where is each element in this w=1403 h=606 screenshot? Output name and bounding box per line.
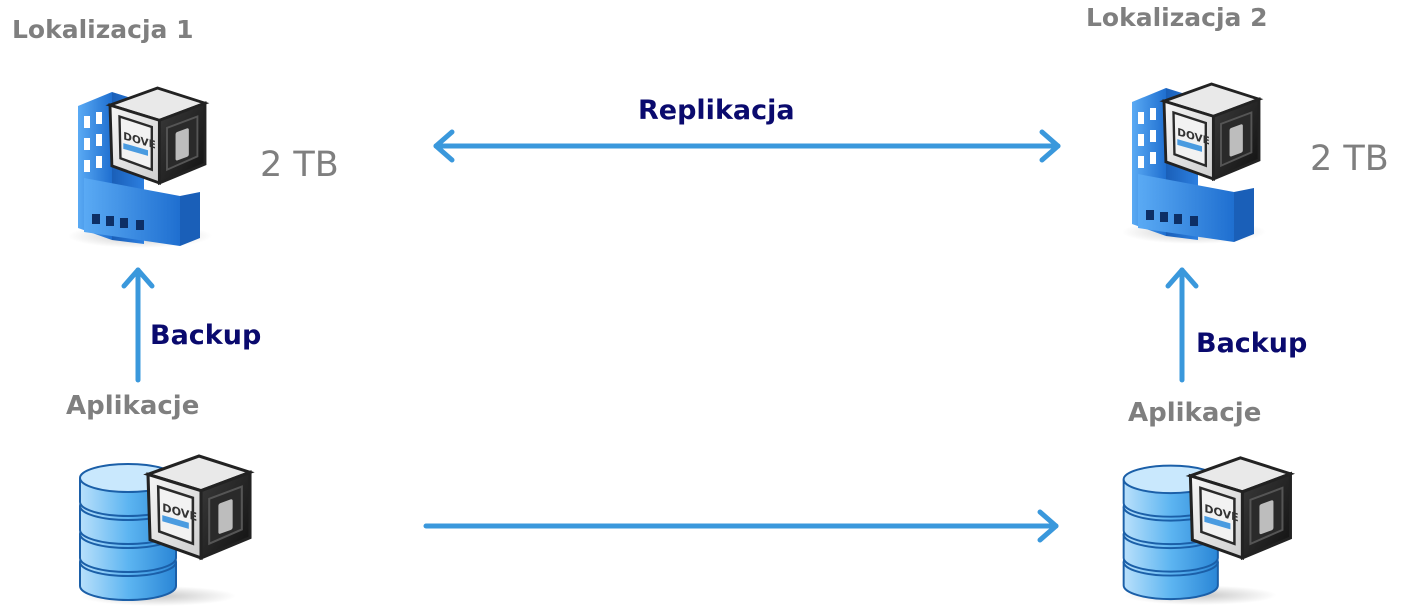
storage-building-icon-site-1 [70, 68, 220, 253]
site-2-capacity: 2 TB [1310, 139, 1389, 179]
database-icon-site-2 [1120, 448, 1300, 605]
site-1-backup-label: Backup [150, 320, 262, 351]
app-transfer-arrow [423, 509, 1059, 543]
site-2-title: Lokalizacja 2 [1086, 3, 1268, 32]
site-2-apps-label: Aplikacje [1128, 398, 1262, 428]
database-icon-site-1 [78, 446, 258, 606]
site-1-capacity: 2 TB [260, 145, 339, 185]
site-2-backup-label: Backup [1196, 328, 1308, 359]
site-1-apps-label: Aplikacje [66, 391, 200, 421]
site-1-title: Lokalizacja 1 [12, 15, 194, 44]
storage-building-icon-site-2 [1124, 64, 1274, 249]
replication-arrow [433, 129, 1061, 163]
backup-arrow-site-2 [1165, 267, 1199, 383]
backup-arrow-site-1 [121, 267, 155, 383]
replication-label: Replikacja [638, 95, 795, 126]
